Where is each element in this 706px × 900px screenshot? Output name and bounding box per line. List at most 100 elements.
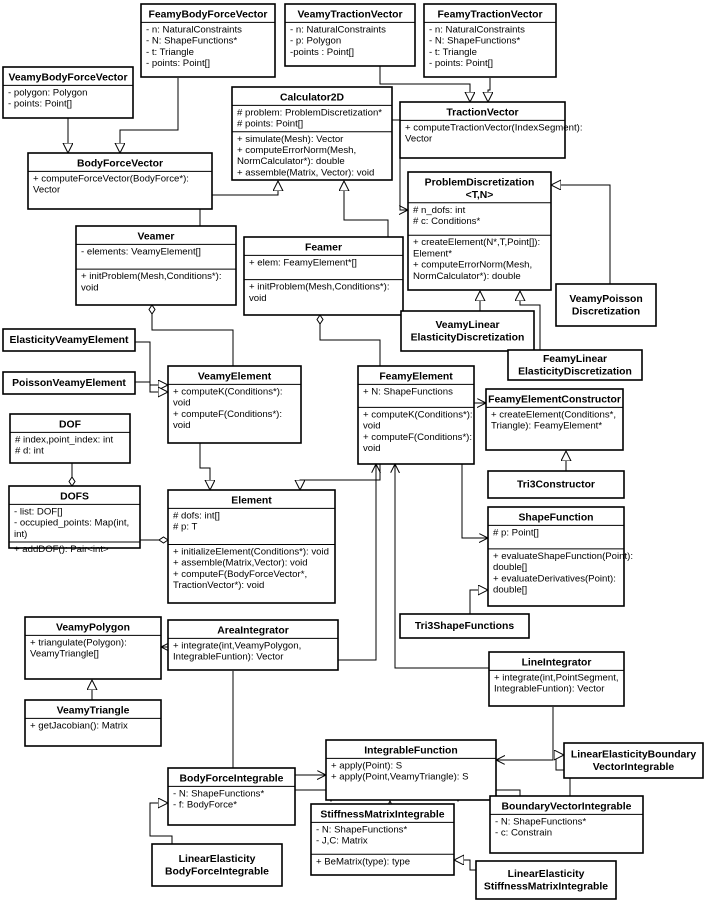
class-operation: + simulate(Mesh): Vector xyxy=(237,134,344,145)
class-title: FeamyElementConstructor xyxy=(488,394,621,405)
class-frame xyxy=(400,310,535,352)
class-frame xyxy=(488,651,625,707)
class-frame xyxy=(487,470,625,499)
class-title: Feamer xyxy=(305,242,342,253)
class-title: StiffnessMatrixIntegrable xyxy=(320,809,444,820)
class-operation: NormCalculator*): double xyxy=(413,271,521,282)
class-operation: void xyxy=(363,443,381,454)
class-body-force-integrable[interactable]: BodyForceIntegrable- N: ShapeFunctions*-… xyxy=(167,767,296,826)
class-frame xyxy=(423,3,557,78)
class-title: LineIntegrator xyxy=(522,657,592,668)
relation-generalization xyxy=(470,291,480,312)
class-member: - n: NaturalConstraints xyxy=(290,24,386,35)
class-operation: + BeMatrix(type): type xyxy=(316,856,410,867)
class-member: + integrate(int,VeamyPolygon, xyxy=(173,640,301,651)
class-member: + computeK(Conditions*): xyxy=(173,386,283,397)
relation-generalization xyxy=(135,381,168,392)
class-member: - t: Triangle xyxy=(429,47,477,58)
class-member: void xyxy=(173,420,191,431)
class-feamy-element[interactable]: FeamyElement+ N: ShapeFunctions+ compute… xyxy=(357,365,475,465)
class-frame xyxy=(284,3,416,67)
class-boundary-vector-integrable[interactable]: BoundaryVectorIntegrable- N: ShapeFuncti… xyxy=(489,795,644,854)
class-frame xyxy=(24,699,162,747)
class-frame xyxy=(24,616,162,680)
class-problem-discretization[interactable]: ProblemDiscretization<T,N># n_dofs: int#… xyxy=(407,171,552,291)
class-operation: TractionVector*): void xyxy=(173,580,264,591)
class-member: - points: Point[] xyxy=(146,58,210,69)
class-member: - elements: VeamyElement[] xyxy=(81,246,201,257)
relation-generalization xyxy=(300,464,381,490)
class-title: FeamyBodyForceVector xyxy=(149,9,268,20)
class-operation: + addDOF(): Pair<int> xyxy=(14,544,109,555)
class-boxes: FeamyBodyForceVector - n: NaturalConstrai… xyxy=(2,3,704,900)
class-area-integrator[interactable]: AreaIntegrator+ integrate(int,VeamyPolyg… xyxy=(167,619,339,671)
class-element[interactable]: Element# dofs: int[]# p: T+ initializeEl… xyxy=(167,489,336,604)
class-dof[interactable]: DOF# index,point_index: int# d: int xyxy=(9,413,131,464)
class-traction-vector[interactable]: TractionVector+ computeTractionVector(In… xyxy=(399,101,582,159)
class-elasticity-veamy-element[interactable]: ElasticityVeamyElement xyxy=(2,328,136,352)
class-veamy-polygon[interactable]: VeamyPolygon+ triangulate(Polygon):Veamy… xyxy=(24,616,162,680)
relation-generalization xyxy=(344,181,389,237)
class-tri3-shape-functions[interactable]: Tri3ShapeFunctions xyxy=(399,613,530,639)
class-feamy-body-force-vector[interactable]: FeamyBodyForceVector- n: NaturalConstrai… xyxy=(140,3,276,78)
class-veamy-body-force-vector[interactable]: VeamyBodyForceVector- polygon: Polygon- … xyxy=(2,66,134,119)
class-veamy-element[interactable]: VeamyElement+ computeK(Conditions*):void… xyxy=(167,365,302,444)
class-shape-function[interactable]: ShapeFunction# p: Point[]+ evaluateShape… xyxy=(487,506,633,607)
class-operation: + computeErrorNorm(Mesh, xyxy=(237,145,356,156)
class-calculator2-d[interactable]: Calculator2D# problem: ProblemDiscretiza… xyxy=(231,86,393,181)
class-member: - N: ShapeFunctions* xyxy=(429,36,520,47)
class-member: + integrate(int,PointSegment, xyxy=(494,672,619,683)
class-title: LinearElasticity xyxy=(508,869,585,880)
class-title: DOFS xyxy=(60,491,89,502)
class-member: - t: Triangle xyxy=(146,47,194,58)
class-member: # problem: ProblemDiscretization* xyxy=(237,107,382,118)
relation-association xyxy=(461,464,488,538)
class-body-force-vector[interactable]: BodyForceVector+ computeForceVector(Body… xyxy=(27,152,213,210)
class-poisson-veamy-element[interactable]: PoissonVeamyElement xyxy=(2,371,136,395)
class-title: BoundaryVectorIntegrable xyxy=(502,801,632,812)
relation-association xyxy=(496,707,554,760)
class-operation: + computeF(Conditions*): xyxy=(363,432,472,443)
class-member: # c: Conditions* xyxy=(413,216,480,227)
class-feamer[interactable]: Feamer+ elem: FeamyElement*[]+ initProbl… xyxy=(243,236,404,316)
class-veamy-traction-vector[interactable]: VeamyTractionVector- n: NaturalConstrain… xyxy=(284,3,416,67)
class-member: - occupied_points: Map(int, xyxy=(14,518,129,529)
relation-generalization xyxy=(199,181,278,226)
class-veamer[interactable]: Veamer- elements: VeamyElement[]+ initPr… xyxy=(75,225,237,306)
class-dofs[interactable]: DOFS- list: DOF[]- occupied_points: Map(… xyxy=(8,485,141,555)
class-feamy-traction-vector[interactable]: FeamyTractionVector- n: NaturalConstrain… xyxy=(423,3,557,78)
class-veamy-triangle[interactable]: VeamyTriangle+ getJacobian(): Matrix xyxy=(24,699,162,747)
class-member: IntegrableFuntion): Vector xyxy=(494,684,605,695)
class-title: VeamyBodyForceVector xyxy=(9,72,128,83)
class-member: # p: T xyxy=(173,522,197,533)
class-member: - c: Constrain xyxy=(495,828,552,839)
class-frame xyxy=(167,365,302,444)
class-member: - f: BodyForce* xyxy=(173,800,237,811)
class-title: BodyForceIntegrable xyxy=(165,866,269,877)
class-operation: + assemble(Matrix,Vector): void xyxy=(173,558,308,569)
class-operation: + computeErrorNorm(Mesh, xyxy=(413,260,532,271)
class-member: # index,point_index: int xyxy=(15,434,113,445)
class-integrable-function[interactable]: IntegrableFunction+ apply(Point): S+ app… xyxy=(325,739,497,801)
class-linear-elasticity-stiffness-matrix-integrable[interactable]: LinearElasticityStiffnessMatrixIntegrabl… xyxy=(475,860,617,900)
class-title: FeamyTractionVector xyxy=(437,9,542,20)
class-frame xyxy=(399,613,530,639)
class-stiffness-matrix-integrable[interactable]: StiffnessMatrixIntegrable- N: ShapeFunct… xyxy=(310,803,455,876)
class-line-integrator[interactable]: LineIntegrator + integrate(int,PointSegme… xyxy=(488,651,625,707)
class-member: + apply(Point,VeamyTriangle): S xyxy=(331,772,469,783)
class-member: + triangulate(Polygon): xyxy=(30,637,127,648)
class-member: + apply(Point): S xyxy=(331,760,402,771)
class-feamy-element-constructor[interactable]: FeamyElementConstructor+ createElement(C… xyxy=(485,388,624,451)
class-frame xyxy=(27,152,213,210)
class-member: # points: Point[] xyxy=(237,119,303,130)
class-member: + computeForceVector(BodyForce*): xyxy=(33,173,189,184)
class-tri3-constructor[interactable]: Tri3Constructor xyxy=(487,470,625,499)
class-frame xyxy=(140,3,276,78)
class-operation: Element* xyxy=(413,248,452,259)
